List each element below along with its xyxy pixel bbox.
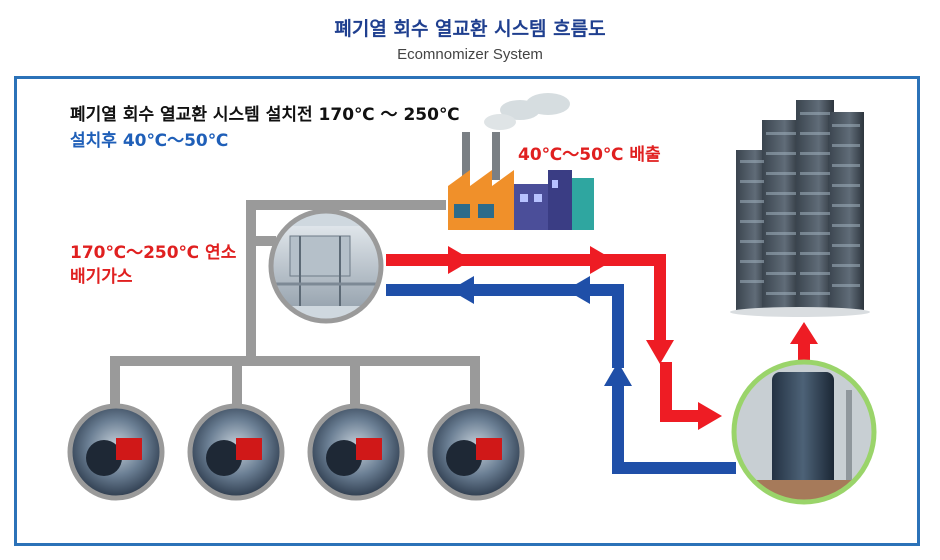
- hot-water-tank-icon: [731, 359, 877, 505]
- page-title: 폐기열 회수 열교환 시스템 흐름도: [334, 18, 606, 40]
- factory-icon: [448, 93, 594, 230]
- boiler-icon: [307, 403, 405, 501]
- after-install-label: 설치후 40℃～50℃: [70, 131, 229, 151]
- boiler-icon: [427, 403, 525, 501]
- flue-gas-label-line2: 배기가스: [70, 267, 133, 287]
- diagram-frame: [14, 76, 920, 546]
- flue-gas-label-line1: 170℃～250℃ 연소: [70, 243, 237, 263]
- economizer-unit-icon: [268, 208, 384, 324]
- hot-flow-arrows: [386, 246, 818, 430]
- boiler-icon: [187, 403, 285, 501]
- exhaust-temp-label: 40℃～50℃ 배출: [518, 145, 661, 165]
- cold-flow-arrows: [386, 276, 736, 474]
- before-install-label: 폐기열 회수 열교환 시스템 설치전 170℃ ～ 250℃: [70, 105, 460, 125]
- page-subtitle: Ecomnomizer System: [397, 46, 543, 63]
- boiler-icon: [67, 403, 165, 501]
- apartment-buildings-icon: [730, 100, 870, 317]
